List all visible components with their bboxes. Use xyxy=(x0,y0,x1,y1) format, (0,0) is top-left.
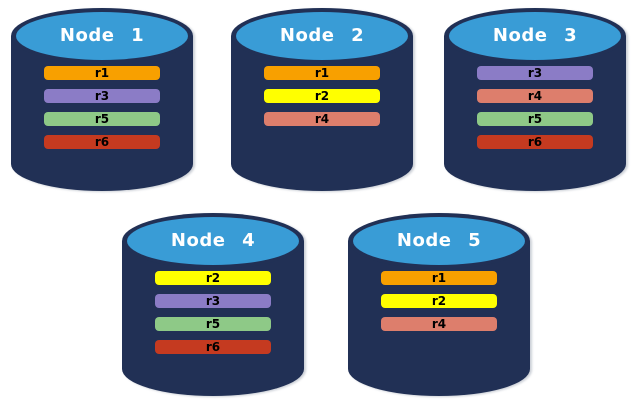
replica-bar-r3: r3 xyxy=(477,66,593,80)
replica-list: r3 r4 r5 r6 xyxy=(477,66,593,149)
cylinder-top-face: Node 5 xyxy=(353,217,525,265)
replica-list: r1 r2 r4 xyxy=(381,271,497,331)
replica-bar-r1: r1 xyxy=(381,271,497,285)
replica-bar-r2: r2 xyxy=(264,89,380,103)
node-title: Node 4 xyxy=(170,229,256,251)
node-title: Node 5 xyxy=(396,229,482,251)
node-title: Node 3 xyxy=(492,24,578,46)
replica-bar-r2: r2 xyxy=(155,271,271,285)
node-1-cylinder: Node 1 r1 r3 r5 r6 xyxy=(11,8,193,191)
cylinder-top-face: Node 3 xyxy=(449,12,621,60)
cylinder-top-face: Node 4 xyxy=(127,217,299,265)
replica-bar-r1: r1 xyxy=(264,66,380,80)
replica-bar-r5: r5 xyxy=(155,317,271,331)
replica-bar-r6: r6 xyxy=(155,340,271,354)
replica-bar-r4: r4 xyxy=(264,112,380,126)
replica-bar-r5: r5 xyxy=(477,112,593,126)
cylinder-top-face: Node 1 xyxy=(16,12,188,60)
replica-bar-r3: r3 xyxy=(44,89,160,103)
replica-list: r1 r3 r5 r6 xyxy=(44,66,160,149)
replica-list: r1 r2 r4 xyxy=(264,66,380,126)
replica-bar-r6: r6 xyxy=(44,135,160,149)
cylinder-top-face: Node 2 xyxy=(236,12,408,60)
node-title: Node 1 xyxy=(59,24,145,46)
replica-bar-r6: r6 xyxy=(477,135,593,149)
replica-bar-r5: r5 xyxy=(44,112,160,126)
replica-bar-r3: r3 xyxy=(155,294,271,308)
node-4-cylinder: Node 4 r2 r3 r5 r6 xyxy=(122,213,304,396)
replica-list: r2 r3 r5 r6 xyxy=(155,271,271,354)
replica-bar-r1: r1 xyxy=(44,66,160,80)
replica-bar-r4: r4 xyxy=(381,317,497,331)
node-3-cylinder: Node 3 r3 r4 r5 r6 xyxy=(444,8,626,191)
node-5-cylinder: Node 5 r1 r2 r4 xyxy=(348,213,530,396)
node-2-cylinder: Node 2 r1 r2 r4 xyxy=(231,8,413,191)
node-title: Node 2 xyxy=(279,24,365,46)
replica-bar-r2: r2 xyxy=(381,294,497,308)
replica-bar-r4: r4 xyxy=(477,89,593,103)
